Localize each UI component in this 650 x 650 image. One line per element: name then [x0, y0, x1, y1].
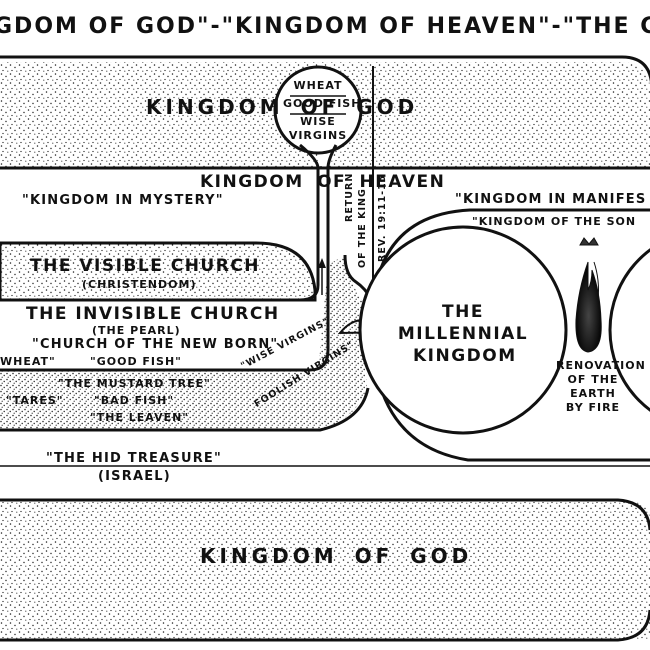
bubble-wheat: Wheat	[293, 79, 343, 92]
crown-icon	[579, 237, 599, 246]
kingdom-in-mystery-label: "Kingdom In Mystery"	[22, 193, 224, 208]
kingdom-of-heaven-label: Kingdom Of Heaven	[200, 172, 446, 192]
fire-icon	[575, 261, 602, 353]
invisible-church-title: The Invisible Church	[26, 304, 280, 324]
kingdom-of-god-bottom-label: Kingdom Of God	[200, 544, 473, 568]
kingdom-in-manifestation-label: "Kingdom In Manifes	[455, 192, 647, 207]
renovation-line2: Of The	[567, 373, 619, 386]
good-fish-label: "Good Fish"	[90, 355, 182, 368]
millennial-kingdom: Kingdom	[413, 346, 517, 366]
mustard-tree-label: "The Mustard Tree"	[58, 377, 211, 390]
visible-church-sub: (Christendom)	[82, 278, 197, 291]
of-the-king-label: Of The King	[357, 188, 368, 268]
wheat-label: Wheat"	[0, 355, 56, 368]
return-label: Return	[344, 172, 355, 222]
bad-fish-label: "Bad Fish"	[94, 394, 175, 407]
millennial-circle	[358, 225, 568, 435]
the-leaven-label: "The Leaven"	[90, 411, 190, 424]
header-title: gdom Of God"-"Kingdom Of Heaven"-"The Ch…	[0, 14, 650, 39]
church-new-born: "Church Of The New Born"	[32, 337, 279, 352]
renovation-line1: Renovation	[556, 359, 646, 372]
israel-label: (Israel)	[98, 469, 171, 484]
tares-label: "Tares"	[6, 394, 64, 407]
invisible-church-sub: (The Pearl)	[92, 324, 181, 337]
millennial-the: The	[442, 302, 484, 322]
visible-church-title: The Visible Church	[30, 256, 261, 276]
millennial-millennial: Millennial	[397, 324, 529, 344]
kingdom-of-god-top-label: Kingdom Of God	[146, 95, 419, 119]
new-earth-circle	[608, 248, 650, 412]
rev-reference-label: Rev. 19:11-16	[377, 174, 388, 262]
renovation-line3: Earth	[570, 387, 616, 400]
bubble-virgins: Virgins	[288, 129, 348, 142]
bubble-wise: Wise	[300, 115, 336, 128]
hid-treasure-label: "The Hid Treasure"	[46, 451, 222, 466]
bubble-good-fish: Good Fish	[283, 97, 362, 110]
kingdom-of-the-son-label: "Kingdom Of The Son	[472, 215, 637, 228]
wheat-bubble-shape	[273, 65, 363, 155]
renovation-line4: By Fire	[565, 401, 621, 414]
